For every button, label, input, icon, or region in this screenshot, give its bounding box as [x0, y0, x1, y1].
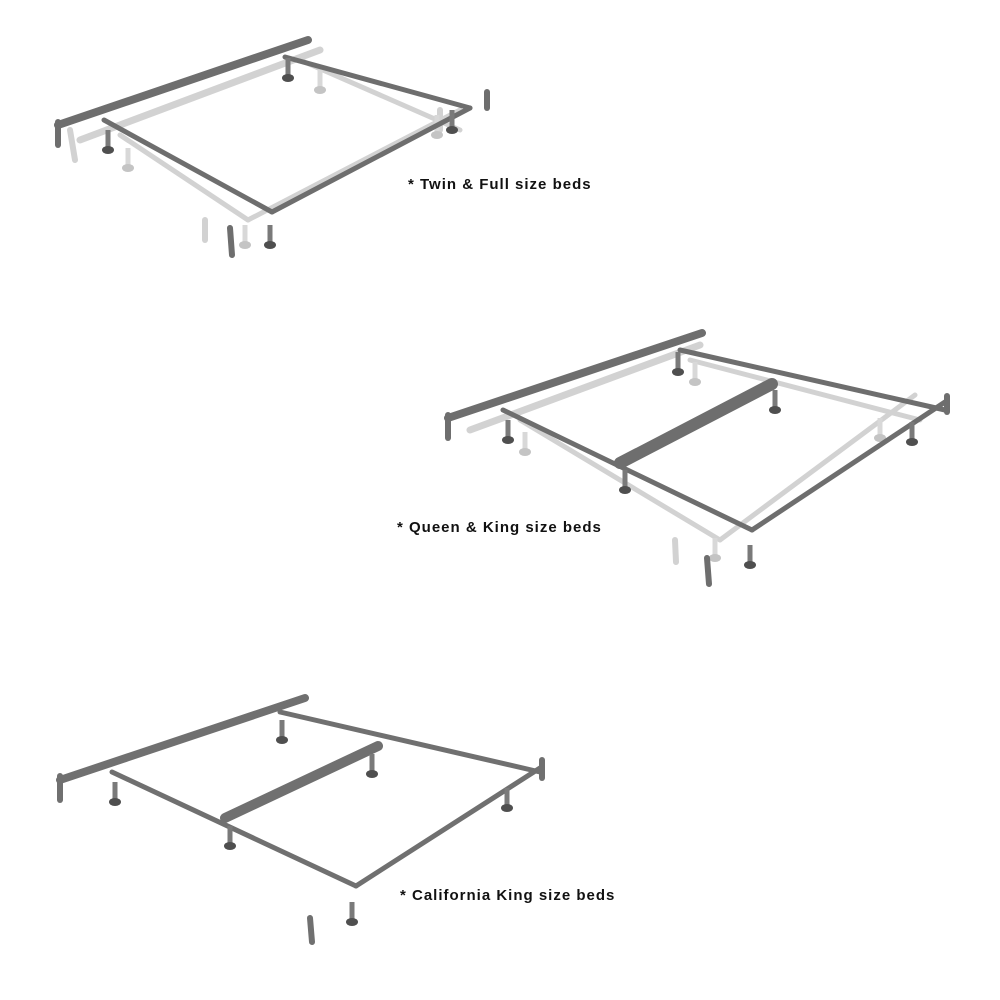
twin-full-caption: * Twin & Full size beds [408, 176, 592, 193]
twin-full-main-frame [54, 36, 490, 258]
california-king-caption: * California King size beds [400, 887, 616, 904]
twin-full-ghost-frame [67, 46, 463, 243]
twin-full-bed-frame [54, 36, 490, 258]
queen-king-bed-frame [444, 329, 950, 587]
california-king-main-frame [56, 694, 545, 945]
queen-king-caption: * Queen & King size beds [397, 519, 602, 536]
california-king-bed-frame [56, 694, 545, 945]
